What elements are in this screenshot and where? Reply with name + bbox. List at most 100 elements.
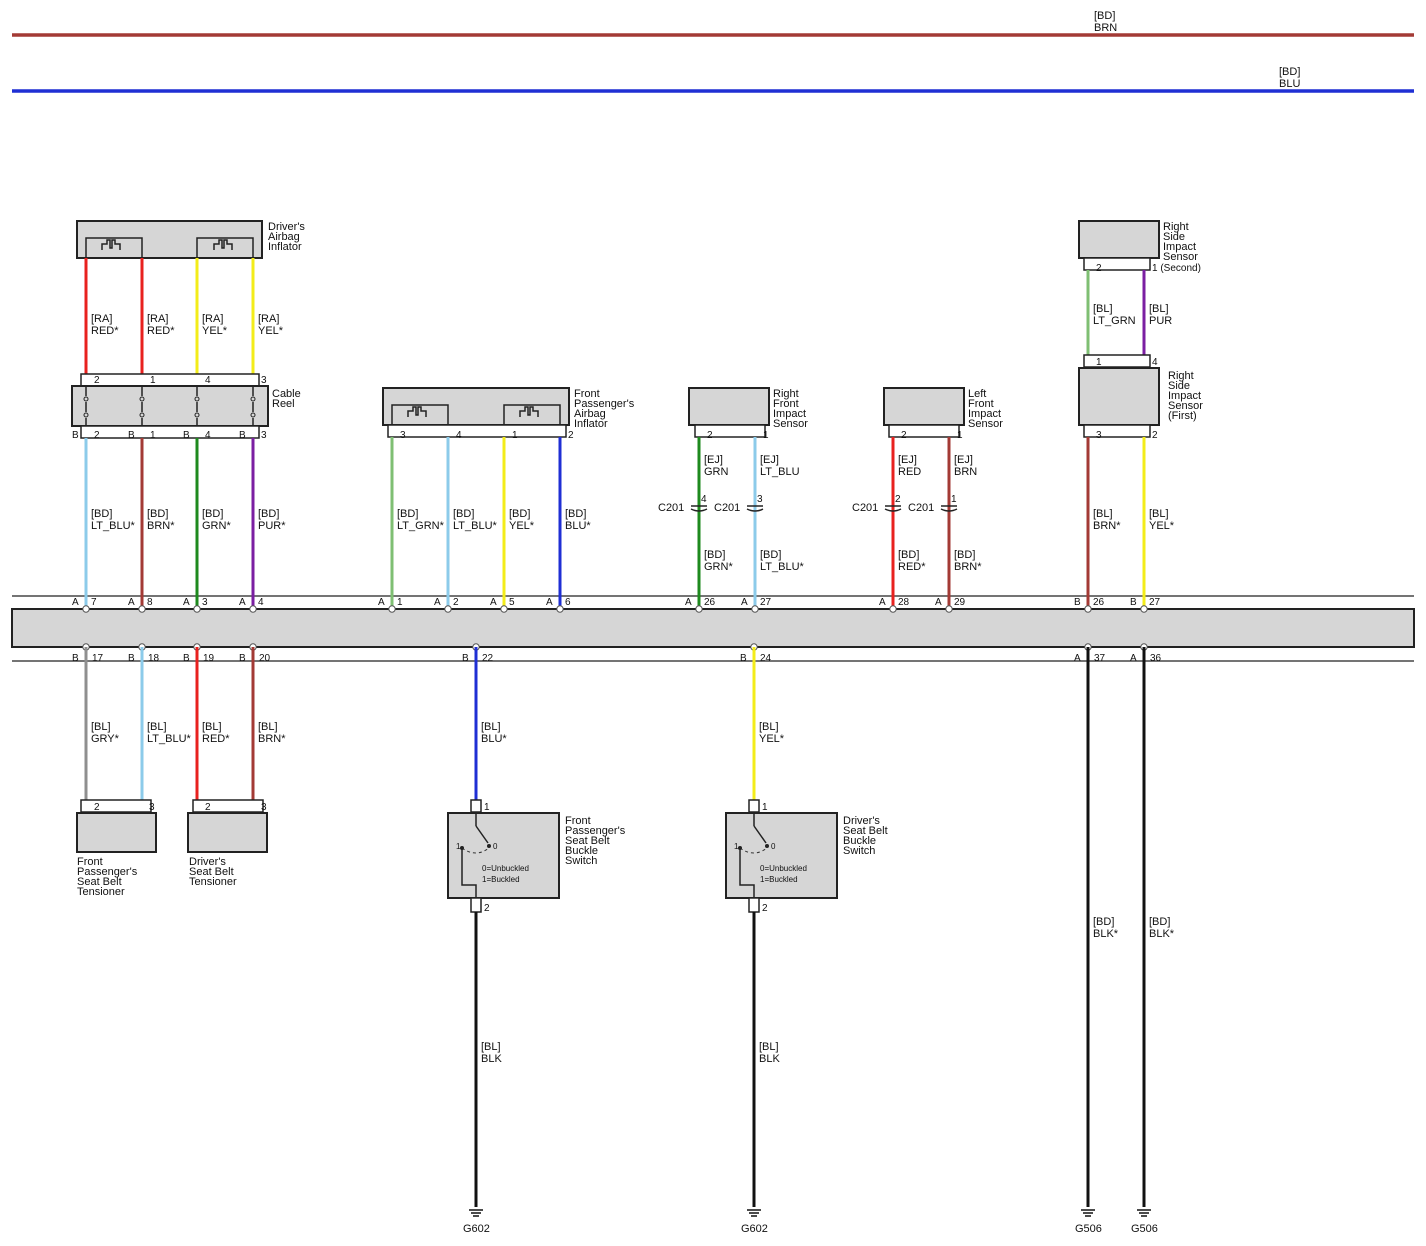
wire-color-label: PUR [1149, 315, 1172, 327]
connector-id: B [128, 430, 135, 441]
component-label-line: (First) [1168, 410, 1197, 422]
reel-contact [250, 412, 256, 418]
pin-number: 2 [568, 430, 574, 441]
right-side-impact-sensor-second [1078, 220, 1160, 259]
bus-connector-id: A [239, 597, 246, 608]
bus-connector-id: A [1074, 653, 1081, 664]
wire-color-label: LT_GRN* [397, 520, 445, 532]
bus-pin-number: 3 [202, 597, 208, 608]
wire-harness-label: [BD] [397, 508, 418, 520]
switch-travel [739, 847, 768, 854]
wire-harness-label: [BD] [1149, 916, 1170, 928]
reel-contact [194, 396, 200, 402]
front-passenger-airbag-inflator [382, 387, 570, 426]
component-label-line: Sensor [1168, 400, 1203, 412]
cable-reel [71, 385, 269, 427]
passenger-inflator-connector [387, 424, 567, 438]
component-label-line: Front [77, 856, 103, 868]
component-label-line: Right [773, 388, 799, 400]
wire-harness-label: [EJ] [954, 454, 973, 466]
wire-color-label: BLU* [481, 733, 507, 745]
pin-number: 2 [762, 903, 768, 914]
bus-pin-number: 20 [259, 653, 271, 664]
pin-number: 2 [94, 430, 100, 441]
bus-pin-number: 17 [92, 653, 104, 664]
wire-harness-label: [BD] [1093, 916, 1114, 928]
component-label-line: Seat Belt [843, 825, 888, 837]
component-label-line: Buckle [565, 845, 598, 857]
wire-harness-label: [RA] [258, 313, 279, 325]
wire-harness-label: [BL] [1149, 508, 1169, 520]
bus-connector-id: B [1074, 597, 1081, 608]
switch-contact [487, 844, 491, 848]
pin-number: 1 (Second) [1152, 263, 1201, 274]
pin-number: 4 [701, 494, 707, 505]
bus-connector-id: A [741, 597, 748, 608]
component-label-line: Front [968, 398, 994, 410]
switch-blade [753, 825, 767, 844]
wire-color-label: RED* [202, 733, 230, 745]
pin-number: 1 [484, 802, 490, 813]
splice-dot [82, 605, 90, 613]
wire-harness-label: [RA] [147, 313, 168, 325]
wire-color-label: GRY* [91, 733, 120, 745]
bus-connector-id: B [128, 653, 135, 664]
wire-color-label: GRN* [704, 561, 733, 573]
passenger-tensioner-connector [80, 799, 152, 813]
reel-contact [139, 412, 145, 418]
pin-number: 3 [757, 494, 763, 505]
bus-pin-number: 2 [453, 597, 459, 608]
component-label-line: Front [773, 398, 799, 410]
right-front-impact-sensor [688, 387, 770, 426]
component-label-line: Passenger's [574, 398, 635, 410]
connector-id: B [239, 430, 246, 441]
pin-number: 3 [261, 802, 267, 813]
lfis-connector [888, 424, 960, 438]
component-label-line: Front [574, 388, 600, 400]
wire-harness-label: [BL] [1149, 303, 1169, 315]
component-label-line: Impact [1163, 241, 1196, 253]
pin-number: 1 [150, 375, 156, 386]
ground-label: G506 [1131, 1223, 1158, 1235]
wire-color-label: YEL* [1149, 520, 1175, 532]
bus-connector-id: B [239, 653, 246, 664]
squib-lead [503, 404, 561, 425]
bus-pin-number: 22 [482, 653, 494, 664]
component-label-line: Sensor [968, 418, 1003, 430]
wire-color-label: BLK [481, 1053, 502, 1065]
splice-dot [889, 605, 897, 613]
pin-number: 3 [149, 802, 155, 813]
switch-return [461, 848, 477, 898]
cable-reel-connector-bottom [80, 425, 260, 439]
component-label-line: Airbag [268, 231, 300, 243]
pin-number: 4 [205, 430, 211, 441]
wire-harness-label: [BL] [91, 721, 111, 733]
bus-connector-id: B [183, 653, 190, 664]
pin-number: 1 [762, 802, 768, 813]
bus-pin-number: 8 [147, 597, 153, 608]
splice-dot [500, 605, 508, 613]
squib-symbol [213, 239, 233, 250]
reel-contact [194, 412, 200, 418]
rsis-first-connector-bottom [1083, 424, 1151, 438]
ground-label: G602 [463, 1223, 490, 1235]
wire-color-label: RED [898, 466, 921, 478]
wire-harness-label: [BL] [258, 721, 278, 733]
switch-legend: 0=Unbuckled [760, 864, 807, 873]
wire-color-label: RED* [147, 325, 175, 337]
pin-number: 2 [1152, 430, 1158, 441]
wire-color-label: BRN [1094, 22, 1117, 34]
connector-id: B [72, 430, 79, 441]
bus-connector-id: A [490, 597, 497, 608]
front-passenger-seat-belt-tensioner [76, 812, 157, 853]
wire-color-label: YEL* [759, 733, 785, 745]
bus-pin-number: 28 [898, 597, 910, 608]
wire-harness-label: [BD] [202, 508, 223, 520]
pin-number: 1 [512, 430, 518, 441]
wire-harness-label: [BL] [759, 1041, 779, 1053]
bus-connector-id: B [72, 653, 79, 664]
squib-lead [391, 404, 449, 425]
switch-legend: 1=Buckled [482, 875, 520, 884]
bus-connector-id: A [128, 597, 135, 608]
